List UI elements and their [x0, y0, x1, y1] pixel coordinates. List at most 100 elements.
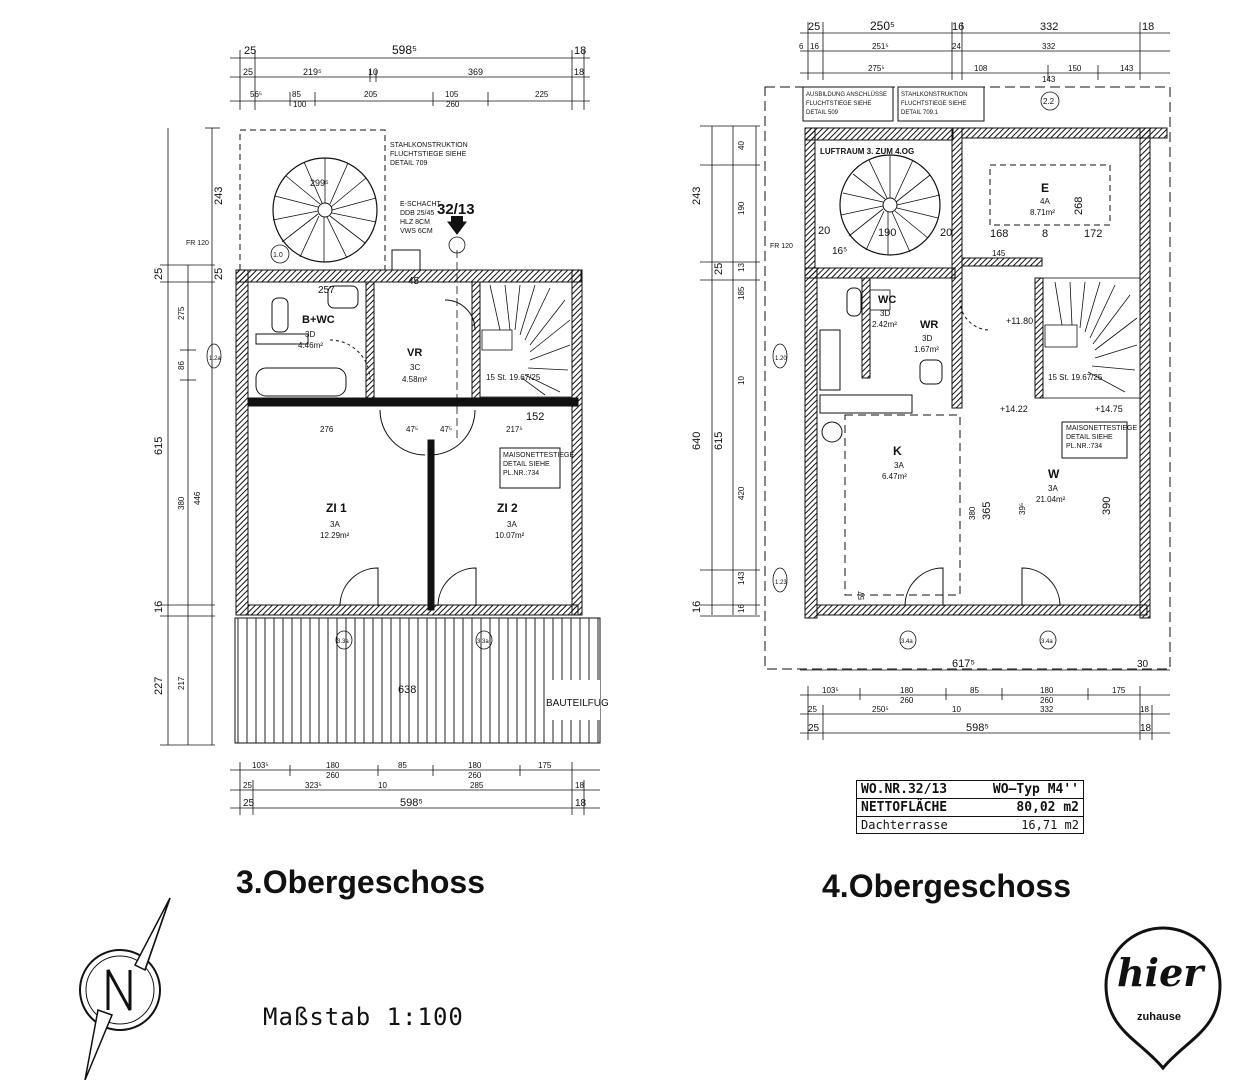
marker-1-2a: 1.2a	[209, 356, 221, 362]
left-bottom-dimensions	[230, 762, 600, 815]
wo-typ: WO–Typ M4''	[992, 782, 1079, 797]
right-bottom-dim-10: 25	[808, 705, 817, 714]
detail2-line2: FLUCHTSTIEGE SIEHE	[901, 101, 966, 107]
maisonette-stair-right	[1042, 277, 1141, 399]
detail1-line1: AUSBILDUNG ANSCHLÜSSE	[806, 91, 887, 98]
right-plan	[700, 22, 1171, 740]
room-wc-code: 3D	[880, 309, 890, 318]
left-inner-dim-5: 217	[177, 676, 186, 690]
stair-note-r1: MAISONETTESTIEGE	[1066, 425, 1138, 432]
right-side-dim-25: 25	[713, 263, 725, 275]
shaft-note-3: HLZ 8CM	[400, 219, 430, 226]
right-top-dim-3: 16	[952, 21, 964, 33]
left-top-dim-2: 598⁵	[392, 43, 417, 57]
left-bottom-dim-14: 598⁵	[400, 797, 423, 809]
left-inner-dim-4: 446	[193, 491, 202, 505]
right-plan-labels: 25 250⁵ 16 332 18 6 16 251⁵ 24 332 275⁵ …	[691, 19, 1154, 734]
left-bottom-dim-8: 25	[243, 781, 252, 790]
detail1-line2: FLUCHTSTIEGE SIEHE	[806, 101, 871, 107]
room-wc-name: WC	[878, 294, 896, 306]
r-dim-365: 365	[981, 502, 993, 520]
stair-note-1: MAISONETTESTIEGE	[503, 452, 575, 459]
terrace-dim: 638	[398, 684, 416, 696]
room-zi2-area: 10.07m²	[495, 531, 525, 540]
right-top-dim-5: 18	[1142, 21, 1154, 33]
room-zi1-area: 12.29m²	[320, 531, 350, 540]
room-k-code: 3A	[894, 461, 904, 470]
room-wr-name: WR	[920, 319, 938, 331]
room-k-area: 6.47m²	[882, 472, 907, 481]
terrace-value: 16,71 m2	[1021, 818, 1079, 832]
logo-main-text: hier	[1117, 950, 1204, 995]
left-side-dim-25a: 25	[153, 268, 165, 280]
right-side-dim-243: 243	[691, 187, 703, 205]
room-wr-area: 1.67m²	[914, 345, 939, 354]
left-bottom-dim-2: 180	[326, 761, 340, 770]
right-inner-dim-3: 13	[737, 263, 746, 272]
r-dim-268: 268	[1073, 197, 1085, 215]
left-top-dim-1: 25	[244, 45, 256, 57]
room-e-code: 4A	[1040, 197, 1050, 206]
right-bottom-dim-8: 260	[900, 696, 914, 705]
right-bottom-dim-11: 250⁵	[872, 705, 889, 714]
unit-info-row-3: Dachterrasse 16,71 m2	[857, 817, 1083, 833]
right-bottom-dim-12: 10	[952, 705, 961, 714]
right-inner-dim-5: 10	[737, 376, 746, 385]
right-bottom-dim-3: 103⁵	[822, 686, 839, 695]
bauteil-label: BAUTEILFUG	[546, 698, 609, 709]
room-zi2-name: ZI 2	[497, 501, 518, 515]
right-top-dim-1: 25	[808, 21, 820, 33]
right-inner-dim-4: 185	[737, 286, 746, 300]
left-top-dim-15: 260	[446, 100, 460, 109]
r-dim-190: 190	[878, 227, 896, 239]
left-bottom-dim-15: 18	[575, 798, 587, 809]
wo-nr: WO.NR.32/13	[861, 782, 948, 797]
r-marker-3-4a-left: 3.4a	[901, 639, 913, 645]
r-dim-39-5: 39⁵	[1018, 503, 1027, 515]
left-bottom-dim-6: 260	[326, 771, 340, 780]
right-top-dimensions	[800, 22, 1170, 80]
room-zi2-code: 3A	[507, 520, 517, 529]
room-w-name: W	[1048, 467, 1060, 481]
unit-info-row-1: WO.NR.32/13 WO–Typ M4''	[857, 781, 1083, 799]
r-marker-1-20: 1.20	[775, 356, 787, 362]
r-dim-20b: 20	[940, 227, 952, 239]
r-fr120: FR 120	[770, 243, 793, 250]
right-bottom-dim-5: 85	[970, 686, 979, 695]
room-zi1-code: 3A	[330, 520, 340, 529]
right-side-dimensions	[700, 125, 760, 617]
shaft-note-2: DDB 25/45	[400, 210, 434, 217]
marker-3-3a-left: 3.3a	[337, 639, 349, 645]
right-inner-dim-7: 143	[737, 571, 746, 585]
room-bwc-name: B+WC	[302, 314, 335, 326]
shaft-note-4: VWS 6CM	[400, 228, 433, 235]
left-top-dim-14: 100	[293, 100, 307, 109]
left-side-dim-243: 243	[213, 187, 225, 205]
logo-sub-text: zuhause	[1137, 1011, 1182, 1023]
right-bottom-dim-17: 18	[1140, 723, 1152, 734]
stair-values-left: 15 St. 19.67/25	[486, 373, 541, 382]
misc-dim-45: 45	[408, 276, 420, 287]
room-e-area: 8.71m²	[1030, 208, 1055, 217]
right-top-dim-2: 250⁵	[870, 19, 895, 33]
r-dim-168: 168	[990, 228, 1008, 240]
left-bottom-dim-13: 25	[243, 798, 255, 809]
right-top-dim-12: 108	[974, 64, 988, 73]
right-top-dim-10: 332	[1042, 42, 1056, 51]
maisonette-stair-left	[479, 281, 573, 398]
left-bottom-dim-10: 10	[378, 781, 387, 790]
right-side-dim-640: 640	[691, 432, 703, 450]
left-bottom-dim-4: 180	[468, 761, 482, 770]
left-side-dimensions	[160, 127, 220, 746]
right-bottom-dim-14: 18	[1140, 705, 1149, 714]
left-top-dim-11: 205	[364, 90, 378, 99]
left-plan	[160, 50, 601, 815]
right-top-dim-9: 24	[952, 42, 961, 51]
unit-info-box: WO.NR.32/13 WO–Typ M4'' NETTOFLÄCHE 80,0…	[856, 780, 1084, 834]
spiral-stair-left	[272, 158, 377, 262]
room-wr-code: 3D	[922, 334, 932, 343]
left-top-dim-7: 369	[468, 67, 483, 77]
r-dim-20a: 20	[818, 225, 830, 237]
right-bottom-dim-9: 260	[1040, 696, 1054, 705]
